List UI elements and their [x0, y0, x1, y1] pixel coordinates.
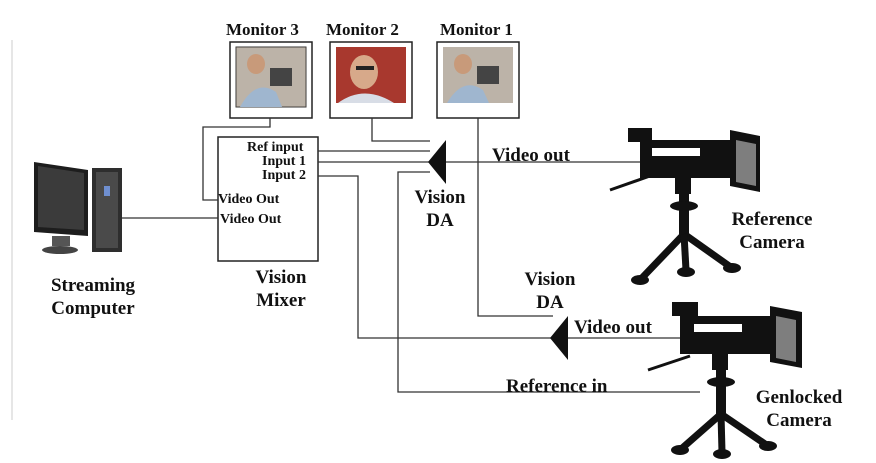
vision-da-upper-line1: Vision: [414, 187, 466, 208]
vision-mixer-label-line1: Vision: [255, 267, 307, 288]
monitor-2-screen: [329, 41, 413, 119]
monitor-1-screen: [436, 41, 520, 119]
vision-mixer-label: Vision Mixer: [246, 268, 316, 310]
vision-da-lower-label: Vision DA: [520, 270, 580, 312]
streaming-computer-label-line2: Computer: [51, 298, 135, 319]
mixer-port-video-out-2: Video Out: [220, 212, 282, 227]
genlocked-camera-video-out-label: Video out: [574, 317, 652, 338]
reference-camera-video-out-label: Video out: [492, 145, 570, 166]
monitor-1-label: Monitor 1: [440, 20, 513, 39]
genlocked-camera-graphic: [647, 302, 802, 459]
vision-da-upper-label: Vision DA: [412, 188, 468, 230]
streaming-computer-label: Streaming Computer: [28, 276, 158, 318]
vision-mixer-box: [217, 136, 319, 262]
mixer-port-input-1: Input 1: [262, 154, 306, 169]
vision-da-lower-line2: DA: [536, 292, 564, 313]
mixer-port-video-out-1: Video Out: [218, 192, 280, 207]
reference-camera-graphic: [609, 128, 760, 285]
streaming-computer-label-line1: Streaming: [50, 275, 136, 296]
vision-da-lower-triangle: [550, 316, 568, 360]
monitor-3-screen: [229, 41, 313, 119]
vision-mixer-label-line2: Mixer: [256, 290, 306, 311]
genlocked-camera-label-line1: Genlocked: [755, 387, 843, 408]
reference-camera-label: Reference Camera: [720, 210, 824, 252]
monitor-3-label: Monitor 3: [226, 20, 299, 39]
reference-camera-label-line2: Camera: [739, 232, 805, 253]
reference-in-label: Reference in: [506, 376, 608, 397]
monitor-2-label: Monitor 2: [326, 20, 399, 39]
genlocked-camera-label-line2: Camera: [766, 410, 832, 431]
vision-da-upper-line2: DA: [426, 210, 454, 231]
streaming-computer-graphic: [34, 162, 122, 254]
vision-da-upper-triangle: [428, 140, 446, 184]
vision-da-lower-line1: Vision: [524, 269, 576, 290]
genlocked-camera-label: Genlocked Camera: [744, 388, 854, 430]
mixer-port-ref-input: Ref input: [247, 140, 304, 155]
mixer-port-input-2: Input 2: [262, 168, 306, 183]
reference-camera-label-line1: Reference: [731, 209, 813, 230]
